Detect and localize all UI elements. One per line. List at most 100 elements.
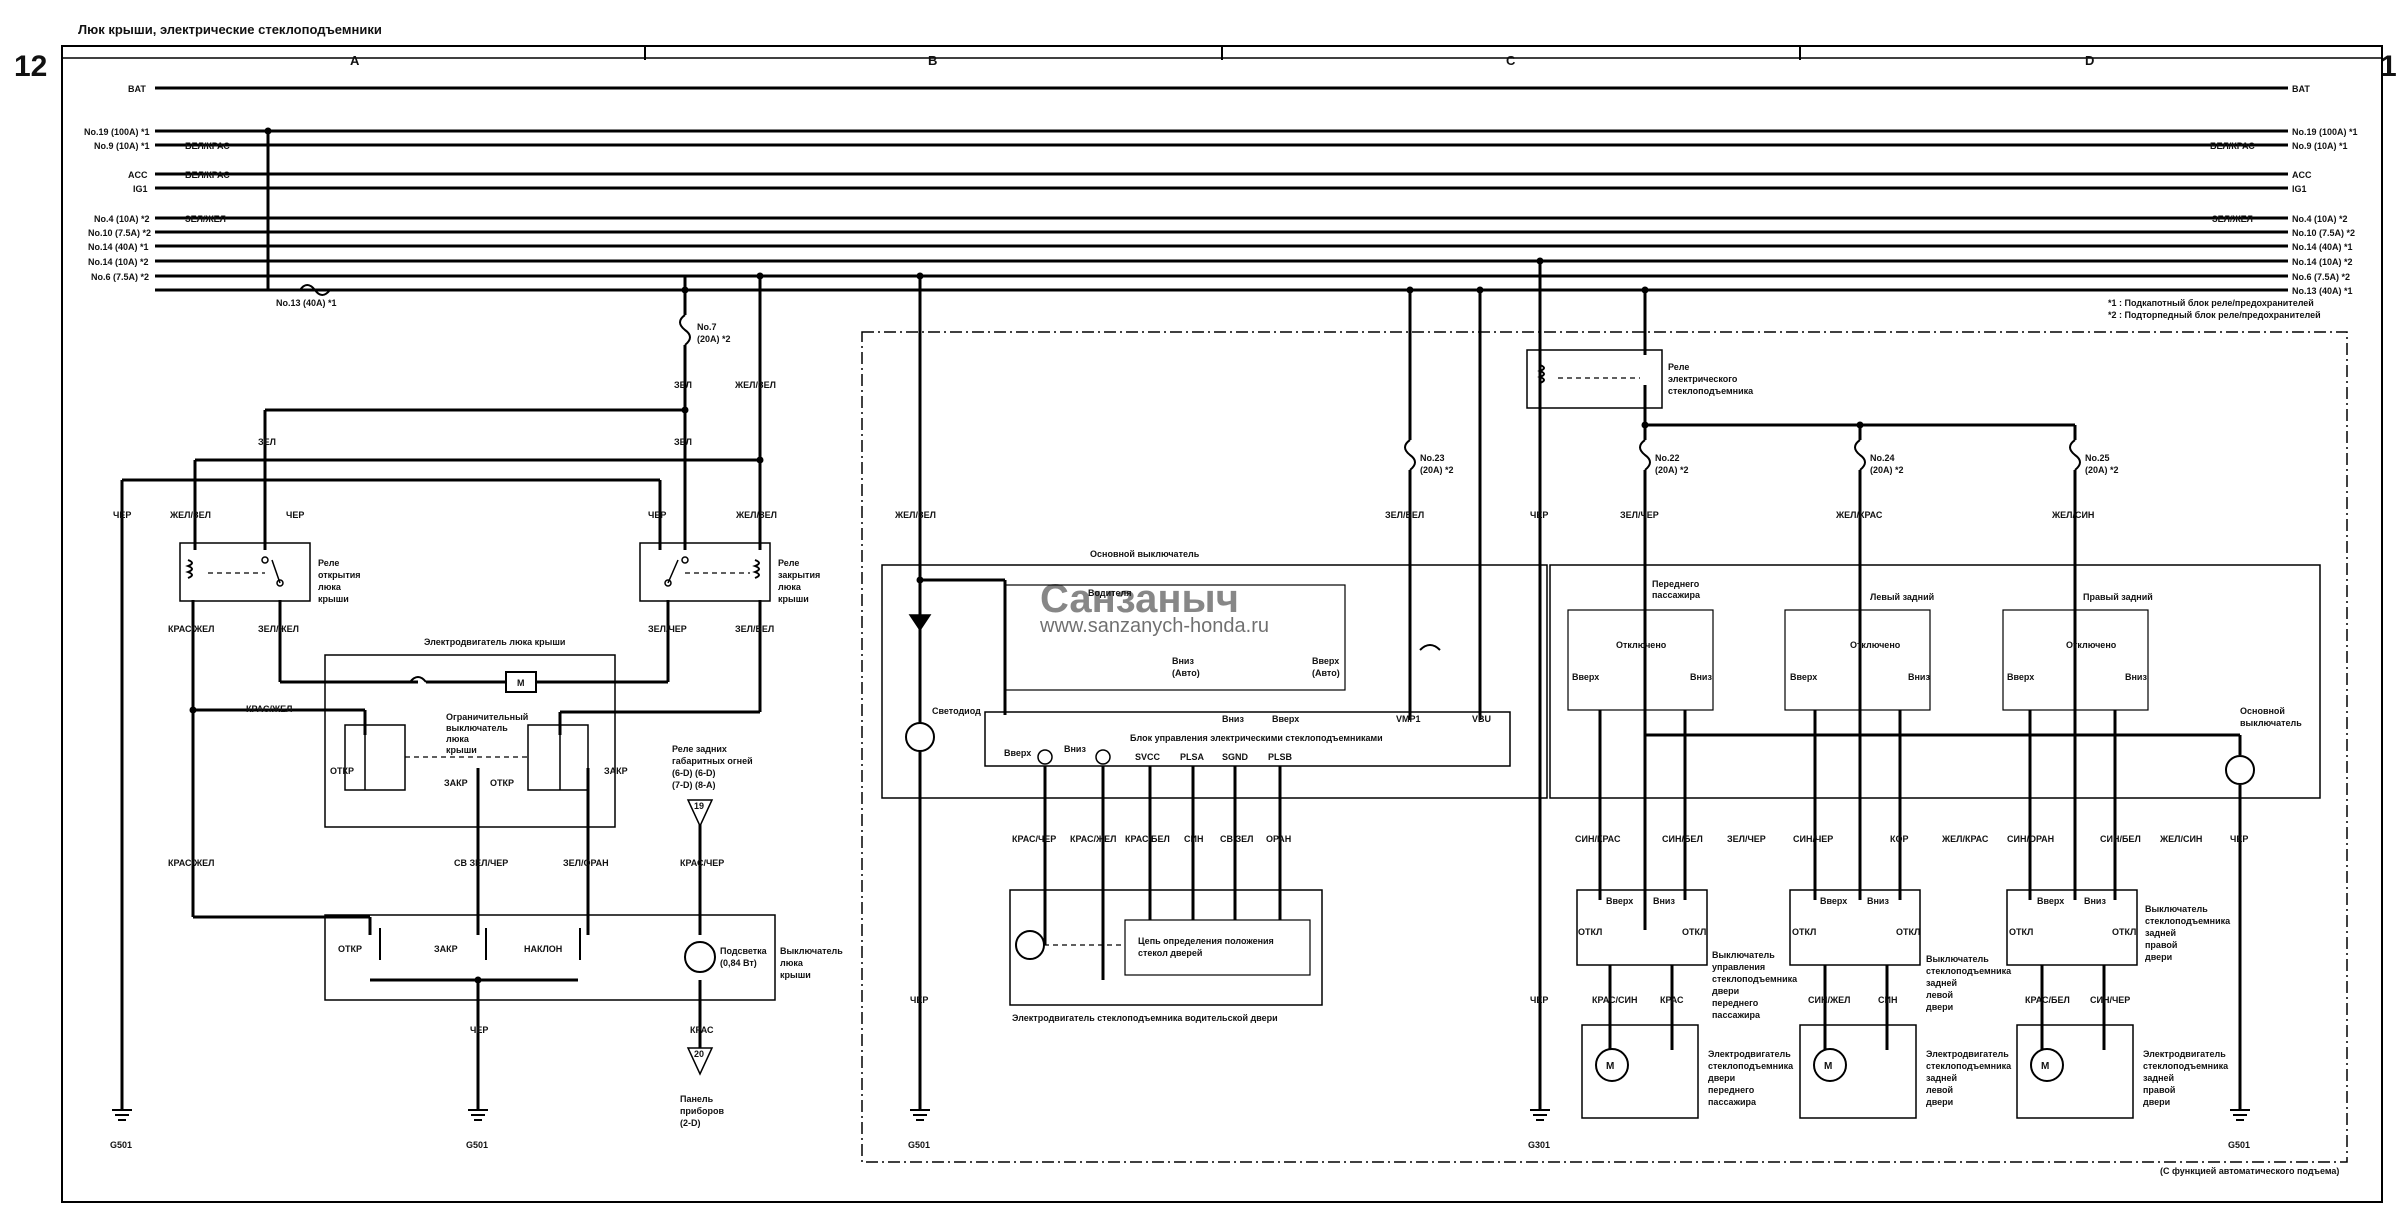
switch-open-label: ОТКР xyxy=(338,944,362,954)
power-window-relay xyxy=(1526,349,1663,409)
down-label: Вниз xyxy=(2084,896,2106,906)
down-auto-label-1: Вниз xyxy=(1172,656,1194,666)
tail-relay-label-1: Реле задних xyxy=(672,744,727,754)
wire-label: ЗЕЛ/ЧЕР xyxy=(648,624,687,634)
footnote-1: *1 : Подкапотный блок реле/предохранител… xyxy=(2108,298,2314,308)
sw-rl-label-5: двери xyxy=(1926,1002,1953,1012)
relay-open-label-3: люка xyxy=(318,582,342,592)
wire-label: ЖЕЛ/ЗЕЛ xyxy=(169,510,211,520)
control-unit-box xyxy=(984,711,1511,767)
connector-20-icon xyxy=(686,1047,714,1076)
rear-left-door-switch xyxy=(1789,889,1921,966)
ctrl-up-label: Вверх xyxy=(1004,748,1031,758)
wire-label: БЕЛ/КРАС xyxy=(185,170,230,180)
wire-label: КРАС/ЖЕЛ xyxy=(168,624,214,634)
page-number-right: 1 xyxy=(2380,50,2397,83)
down-label: Вниз xyxy=(1690,672,1712,682)
off-label: Отключено xyxy=(1850,640,1901,650)
down-label: Вниз xyxy=(1908,672,1930,682)
column-label-b: B xyxy=(928,53,937,68)
relay-close-label-1: Реле xyxy=(778,558,799,568)
rear-right-motor-box xyxy=(2016,1024,2134,1119)
front-pass-label-1: Переднего xyxy=(1652,579,1700,589)
pw-relay-label-3: стеклоподъемника xyxy=(1668,386,1754,396)
vbu-label: VBU xyxy=(1472,714,1491,724)
up-label: Вверх xyxy=(1820,896,1847,906)
down-label: Вниз xyxy=(1653,896,1675,906)
pw-relay-label-2: электрического xyxy=(1668,374,1738,384)
bus-label-n6-right: No.6 (7.5A) *2 xyxy=(2292,272,2350,282)
rear-left-label: Левый задний xyxy=(1870,592,1934,602)
front-pass-door-switch xyxy=(1576,889,1708,966)
up-label: Вверх xyxy=(2007,672,2034,682)
driver-motor-icon xyxy=(1015,930,1045,960)
door-circuit-label-1: Цепь определения положения xyxy=(1138,936,1274,946)
ground-label-g501: G501 xyxy=(908,1140,930,1150)
front-pass-label-2: пассажира xyxy=(1652,590,1701,600)
ground-icon xyxy=(910,1109,2250,1121)
tail-relay-label-4: (7-D) (8-A) xyxy=(672,780,716,790)
bus-label-n9: No.9 (10A) *1 xyxy=(94,141,150,151)
sw-rr-label-5: двери xyxy=(2145,952,2172,962)
driver-label: Водителя xyxy=(1088,588,1132,598)
bus-label-n13-right: No.13 (40A) *1 xyxy=(2292,286,2353,296)
wire-label: ЗЕЛ xyxy=(258,437,276,447)
control-unit-label: Блок управления электрическими стеклопод… xyxy=(1130,733,1383,743)
bus-label-n10-right: No.10 (7.5A) *2 xyxy=(2292,228,2355,238)
connector-19-label: 19 xyxy=(694,801,704,811)
wire-label: БЕЛ/КРАС xyxy=(2210,141,2255,151)
sunroof-wiring xyxy=(120,131,762,1110)
sw-fp-label-1: Выключатель xyxy=(1712,950,1775,960)
wire-label: СИН/ЖЕЛ xyxy=(1808,995,1850,1005)
wire-label: СИН/КРАС xyxy=(1575,834,1621,844)
wire-label: ЧЕР xyxy=(286,510,304,520)
bus-label-n19: No.19 (100A) *1 xyxy=(84,127,150,137)
motor-icon xyxy=(1813,1048,1847,1082)
wire-label: СВ ЗЕЛ xyxy=(1220,834,1253,844)
column-label-a: A xyxy=(350,53,360,68)
sw-fp-label-5: переднего xyxy=(1712,998,1759,1008)
wire-label: КРАС/БЕЛ xyxy=(2025,995,2070,1005)
wire-label: БЕЛ/КРАС xyxy=(185,141,230,151)
door-circuit-box xyxy=(1124,919,1311,976)
wire-label: ЧЕР xyxy=(113,510,131,520)
footnote-2: *2 : Подторпедный блок реле/предохраните… xyxy=(2108,310,2321,320)
wire-label: КРАС/СИН xyxy=(1592,995,1637,1005)
wire-label: ЗЕЛ/ЖЕЛ xyxy=(258,624,299,634)
relay-close-label-3: люка xyxy=(778,582,802,592)
relay-open-label-2: открытия xyxy=(318,570,361,580)
driver-motor-wiring xyxy=(1043,766,1282,980)
m-fp-label-5: пассажира xyxy=(1708,1097,1757,1107)
limit-close-label-2: ЗАКР xyxy=(604,766,628,776)
fuse-no13-icon xyxy=(299,284,331,296)
fuse-label-no7-rating: (20A) *2 xyxy=(697,334,731,344)
down-label: Вниз xyxy=(1222,714,1244,724)
fuse-no25-icon xyxy=(2069,439,2081,471)
fuse-label-no24: No.24 xyxy=(1870,453,1895,463)
door-switch-wiring xyxy=(1598,710,2117,900)
sw-rl-label-3: задней xyxy=(1926,978,1957,988)
wire-label: ЖЕЛ/КРАС xyxy=(1835,510,1883,520)
ctrl-down-icon xyxy=(1095,749,1111,765)
fuse-label-no23-rating: (20A) *2 xyxy=(1420,465,1454,475)
m-rl-label-4: левой xyxy=(1926,1085,1953,1095)
power-window-wiring xyxy=(918,261,2242,1110)
bus-label-acc: ACC xyxy=(128,170,148,180)
motor-icon xyxy=(2030,1048,2064,1082)
breaker-icon xyxy=(409,676,427,683)
relay-coil-icon xyxy=(752,559,760,579)
limit-label-4: крыши xyxy=(446,745,477,755)
fuse-label-no24-rating: (20A) *2 xyxy=(1870,465,1904,475)
sw-fp-label-2: управления xyxy=(1712,962,1765,972)
m-fp-label-1: Электродвигатель xyxy=(1708,1049,1791,1059)
ground-icon xyxy=(112,1109,488,1121)
main-switch2-label-2: выключатель xyxy=(2240,718,2302,728)
limit-close-label: ЗАКР xyxy=(444,778,468,788)
ctrl-up-icon xyxy=(1037,749,1053,765)
relay-open-label-4: крыши xyxy=(318,594,349,604)
up-auto-label-2: (Авто) xyxy=(1312,668,1340,678)
fuse-label-no25-rating: (20A) *2 xyxy=(2085,465,2119,475)
relay-sunroof-close xyxy=(639,542,771,602)
wire-label: СИН/ОРАН xyxy=(2007,834,2054,844)
motor-glyph: M xyxy=(1824,1061,1832,1072)
